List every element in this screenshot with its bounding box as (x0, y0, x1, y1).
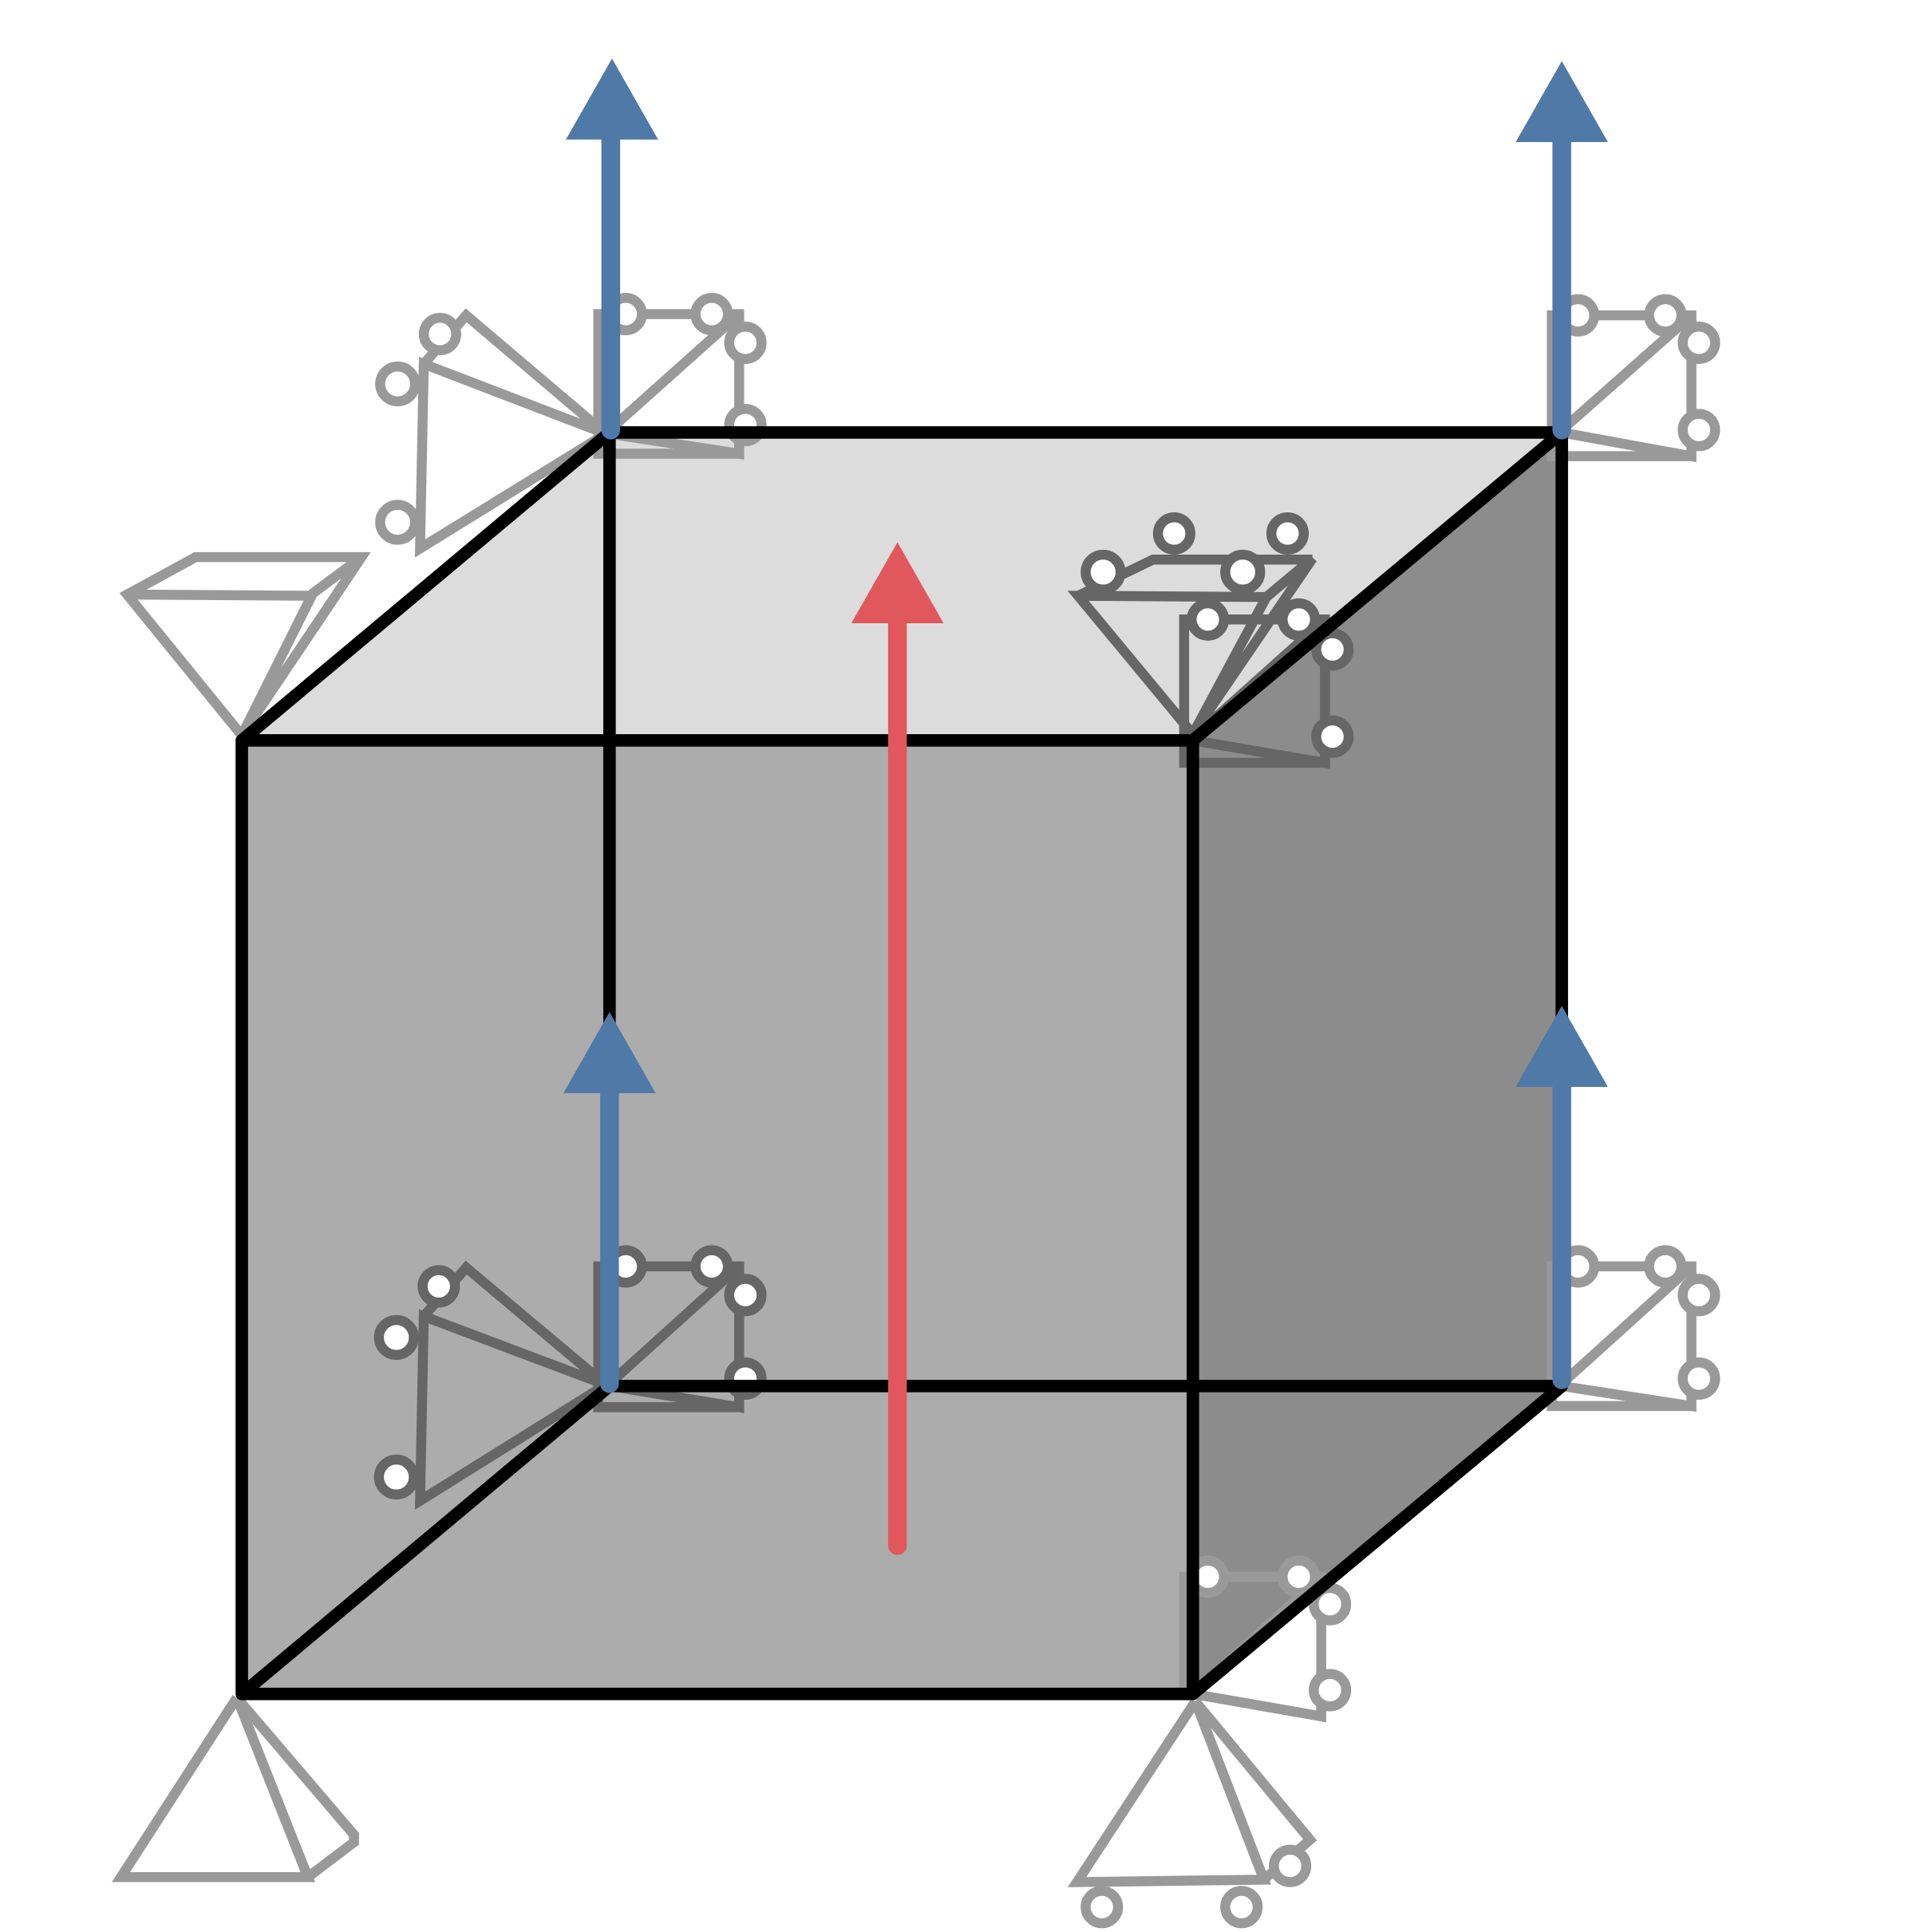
up-arrow (1515, 61, 1608, 440)
roller-support (375, 293, 767, 558)
side-face (1192, 432, 1563, 1694)
hidden-edge (238, 1381, 614, 1699)
up-arrow (1515, 1006, 1608, 1389)
front-face (242, 740, 1193, 1694)
cube (242, 432, 1563, 1694)
roller-support (119, 551, 371, 739)
roller-support (1067, 1698, 1318, 1929)
up-arrow (563, 1012, 656, 1393)
roller-support (1547, 294, 1721, 463)
up-arrow (851, 542, 944, 1555)
roller-support (1547, 1245, 1721, 1412)
pin-support (112, 1694, 359, 1883)
up-arrow (566, 58, 658, 440)
top-edges (238, 426, 1568, 745)
